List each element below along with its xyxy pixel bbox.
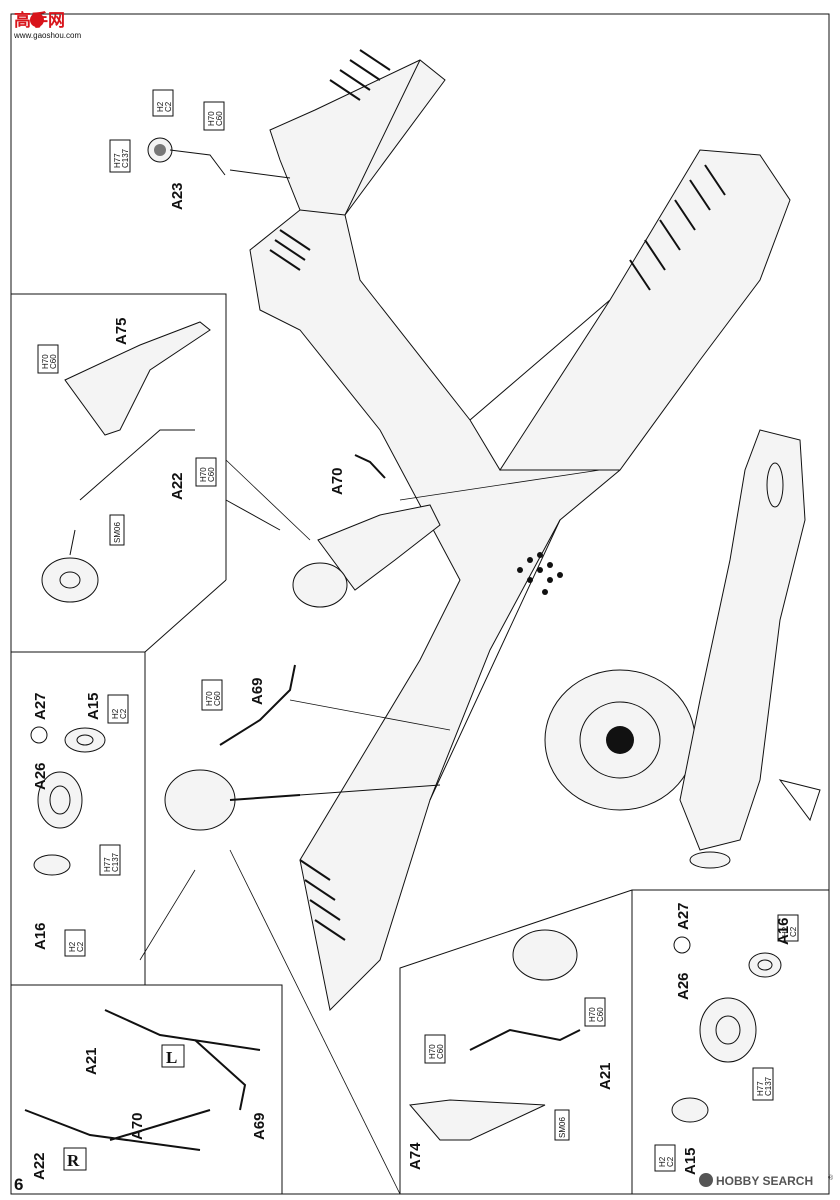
svg-text:A69: A69 (251, 1112, 268, 1140)
leader-lines (139, 459, 601, 1195)
material-callout-right: SM06 (554, 1109, 570, 1141)
paint-callout-tail-tire: H77 C137 (109, 139, 131, 173)
logo-ball-icon (30, 13, 44, 27)
svg-text:H70: H70 (205, 691, 214, 706)
svg-text:A27: A27 (32, 692, 49, 720)
svg-text:A16: A16 (775, 917, 792, 945)
paint-callout-cover: H70 C60 (37, 344, 59, 374)
svg-text:H2: H2 (781, 926, 790, 937)
svg-text:HOBBY SEARCH: HOBBY SEARCH (716, 1174, 813, 1188)
svg-text:C137: C137 (121, 148, 130, 168)
svg-text:C2: C2 (76, 941, 85, 952)
svg-text:C60: C60 (49, 354, 58, 369)
svg-text:C2: C2 (119, 708, 128, 719)
paint-callout-tail-strut: H70 C60 (203, 101, 225, 131)
paint-callout-right-cover: H70 C60 (424, 1034, 446, 1064)
gear-leg-inset: A75 A22 H70 C60 H70 C60 SM06 (37, 317, 217, 603)
paint-callout-strut: H70 C60 (201, 679, 223, 711)
tail-wheel-callout: A23 H2 C2 H70 C60 H77 C137 (109, 89, 291, 210)
svg-text:H70: H70 (428, 1044, 437, 1059)
retract-and-strut: A70 A69 H70 C60 (164, 454, 441, 831)
svg-text:A22: A22 (31, 1152, 48, 1180)
paint-callout-tail-hub: H2 C2 (152, 89, 174, 117)
paint-callout-left-hub-in: H2 C2 (64, 929, 86, 957)
svg-text:C137: C137 (111, 852, 120, 872)
svg-text:C60: C60 (215, 111, 224, 126)
svg-text:®: ® (828, 1174, 834, 1182)
svg-text:H77: H77 (756, 1081, 765, 1096)
svg-text:A74: A74 (407, 1142, 424, 1170)
svg-text:A70: A70 (329, 467, 346, 495)
svg-text:C2: C2 (164, 101, 173, 112)
svg-text:H2: H2 (658, 1156, 667, 1167)
material-callout: SM06 (109, 514, 125, 546)
svg-text:A15: A15 (85, 692, 102, 720)
paint-callout-left-tire: H77 C137 (99, 844, 121, 876)
svg-text:R: R (67, 1151, 80, 1170)
svg-text:C2: C2 (666, 1156, 675, 1167)
footer-logo: HOBBY SEARCH ® (699, 1173, 834, 1188)
aircraft-wing-underside (249, 49, 791, 1012)
paint-callout-right-hub-in: H2 C2 (777, 914, 799, 942)
svg-text:A23: A23 (169, 182, 186, 210)
svg-text:C60: C60 (436, 1044, 445, 1059)
svg-text:A27: A27 (675, 902, 692, 930)
svg-text:C60: C60 (596, 1007, 605, 1022)
right-wheel-exploded: A26 A27 A16 A15 H2 C2 H77 C137 H2 C2 (654, 902, 799, 1175)
svg-text:A16: A16 (32, 922, 49, 950)
svg-text:A26: A26 (675, 972, 692, 1000)
svg-text:C60: C60 (213, 691, 222, 706)
left-wheel-exploded: A26 A27 A15 A16 H2 C2 H77 C137 H2 C2 (30, 692, 129, 957)
panel-frames (10, 13, 830, 1195)
svg-text:A26: A26 (32, 762, 49, 790)
svg-text:A21: A21 (83, 1047, 100, 1075)
svg-text:SM06: SM06 (558, 1117, 567, 1138)
svg-text:L: L (166, 1048, 177, 1067)
paint-callout-right-tire: H77 C137 (752, 1067, 774, 1101)
svg-text:A69: A69 (249, 677, 266, 705)
svg-text:www.gaoshou.com: www.gaoshou.com (13, 31, 81, 40)
svg-text:A21: A21 (597, 1062, 614, 1090)
svg-text:H2: H2 (156, 101, 165, 112)
page-number: 6 (14, 1175, 23, 1194)
svg-text:H2: H2 (111, 708, 120, 719)
svg-text:H77: H77 (103, 857, 112, 872)
svg-text:A15: A15 (682, 1147, 699, 1175)
gear-right-inset: A74 A21 H70 C60 H70 C60 SM06 (407, 929, 614, 1170)
svg-text:C137: C137 (764, 1076, 773, 1096)
svg-text:H77: H77 (113, 153, 122, 168)
paint-callout-right-hub-out: H2 C2 (654, 1144, 676, 1172)
svg-text:A70: A70 (129, 1112, 146, 1140)
paint-callout-left-hub: H2 C2 (107, 694, 129, 724)
svg-text:H70: H70 (199, 467, 208, 482)
header-logo: 高手网 www.gaoshou.com (13, 10, 81, 40)
svg-text:C60: C60 (207, 467, 216, 482)
svg-text:H70: H70 (588, 1007, 597, 1022)
svg-text:A75: A75 (113, 317, 130, 345)
svg-text:C2: C2 (789, 926, 798, 937)
svg-text:A22: A22 (169, 472, 186, 500)
svg-text:SM06: SM06 (113, 522, 122, 543)
gear-sides-panel: A21 A70 A69 A22 L R (24, 1009, 268, 1180)
or-symbol-icon (30, 726, 48, 744)
paint-callout-leg: H70 C60 (195, 457, 217, 487)
aircraft-side-view (679, 429, 821, 869)
paint-callout-right-leg: H70 C60 (584, 997, 606, 1027)
svg-text:H70: H70 (207, 111, 216, 126)
or-symbol-icon (673, 936, 691, 954)
svg-text:H70: H70 (41, 354, 50, 369)
svg-text:H2: H2 (68, 941, 77, 952)
